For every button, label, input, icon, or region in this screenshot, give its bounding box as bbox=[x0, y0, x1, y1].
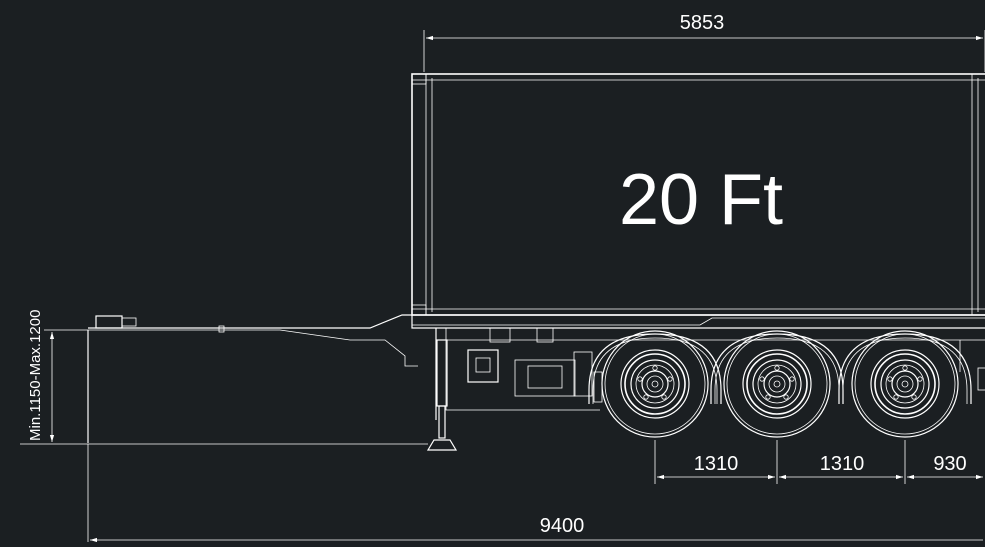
air-tank bbox=[514, 359, 576, 397]
rear-light bbox=[977, 367, 985, 391]
kingpin-plate bbox=[95, 315, 123, 329]
wheel-1 bbox=[601, 330, 709, 438]
dim-axle-spacing-2-label: 1310 bbox=[820, 453, 865, 475]
gooseneck-top bbox=[88, 314, 436, 329]
wheel-3 bbox=[851, 330, 959, 438]
fender-3 bbox=[838, 333, 972, 405]
gooseneck-fitting bbox=[218, 325, 225, 333]
corner-casting-bottom-front bbox=[411, 304, 427, 316]
frame-bracket-2 bbox=[536, 327, 554, 343]
landing-leg-outer bbox=[436, 339, 448, 407]
container: 20 Ft bbox=[411, 73, 985, 316]
mudflap-front bbox=[593, 371, 603, 403]
air-tank-band bbox=[527, 365, 563, 389]
dim-container-length: 5853 bbox=[423, 12, 985, 72]
landing-foot bbox=[426, 439, 458, 451]
dim-axle-spacing: 1310 1310 930 bbox=[654, 440, 983, 484]
frame-bracket-1 bbox=[489, 327, 511, 343]
fender-2 bbox=[710, 333, 844, 405]
axle-group bbox=[588, 330, 972, 438]
frame-cross-member bbox=[445, 328, 600, 411]
dim-container-length-label: 5853 bbox=[680, 12, 725, 34]
gooseneck-lower-edge bbox=[88, 329, 418, 367]
landing-leg-inner bbox=[438, 405, 446, 439]
toolbox bbox=[467, 349, 499, 383]
dim-rear-overhang-label: 930 bbox=[933, 453, 966, 475]
valve-box bbox=[573, 351, 593, 397]
dim-overall-length: 9400 bbox=[87, 444, 983, 543]
toolbox-lid bbox=[475, 357, 491, 373]
corner-casting-top-front bbox=[411, 73, 427, 85]
wheel-2 bbox=[723, 330, 831, 438]
dim-overall-length-label: 9400 bbox=[540, 515, 585, 537]
dim-coupling-height-label: Min.1150-Max.1200 bbox=[27, 310, 44, 441]
kingpin-plate-bracket bbox=[121, 317, 137, 327]
container-label: 20 Ft bbox=[619, 160, 783, 240]
dim-coupling-height: Min.1150-Max.1200 bbox=[27, 310, 88, 442]
fender-1 bbox=[588, 333, 722, 405]
trailer-chassis bbox=[87, 314, 985, 451]
frame-top-inner bbox=[412, 317, 985, 326]
dim-axle-spacing-1-label: 1310 bbox=[694, 453, 739, 475]
